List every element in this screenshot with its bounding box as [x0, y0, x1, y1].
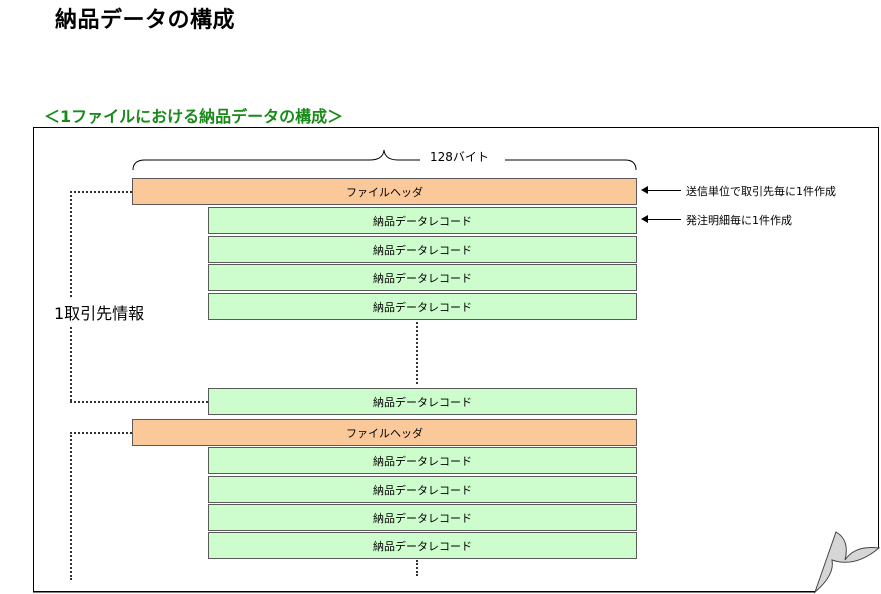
record-box: 納品データレコード: [208, 207, 637, 234]
page-title: 納品データの構成: [55, 8, 236, 33]
page-curl: [815, 548, 879, 592]
record-box: 納品データレコード: [208, 264, 637, 291]
record-label: 納品データレコード: [373, 271, 472, 285]
note-header: 送信単位で取引先毎に1件作成: [686, 185, 836, 198]
bracket-vertical: [70, 432, 72, 580]
note-record: 発注明細毎に1件作成: [686, 214, 792, 227]
bracket-vertical: [70, 191, 72, 401]
page-curl-fold: [813, 531, 881, 594]
record-box: 納品データレコード: [208, 447, 637, 474]
record-box: 納品データレコード: [208, 388, 637, 415]
record-label: 納品データレコード: [373, 511, 472, 525]
bracket-top: [70, 432, 132, 434]
file-header-box: ファイルヘッダ: [132, 178, 637, 205]
file-header-label: ファイルヘッダ: [346, 426, 423, 440]
record-label: 納品データレコード: [373, 454, 472, 468]
arrow-head: [641, 215, 648, 223]
record-box: 納品データレコード: [208, 293, 637, 320]
arrow-line: [646, 219, 681, 220]
record-label: 納品データレコード: [373, 243, 472, 257]
record-box: 納品データレコード: [208, 236, 637, 263]
byte-width-label: 128バイト: [430, 150, 489, 164]
record-label: 納品データレコード: [373, 483, 472, 497]
record-label: 納品データレコード: [373, 539, 472, 553]
section-title: ＜1ファイルにおける納品データの構成＞: [44, 107, 344, 126]
file-header-label: ファイルヘッダ: [346, 185, 423, 199]
continuation-dots: [416, 322, 418, 384]
record-box: 納品データレコード: [208, 476, 637, 503]
continuation-dots: [416, 560, 418, 576]
file-header-box: ファイルヘッダ: [132, 419, 637, 446]
bracket-top: [70, 191, 132, 193]
curly-brace: [132, 149, 637, 171]
record-box: 納品データレコード: [208, 504, 637, 531]
arrow-head: [641, 186, 648, 194]
record-box: 納品データレコード: [208, 532, 637, 559]
side-label: 1取引先情報: [52, 298, 147, 326]
record-label: 納品データレコード: [373, 395, 472, 409]
arrow-line: [646, 190, 681, 191]
record-label: 納品データレコード: [373, 300, 472, 314]
bracket-bottom: [70, 401, 208, 403]
record-label: 納品データレコード: [373, 214, 472, 228]
